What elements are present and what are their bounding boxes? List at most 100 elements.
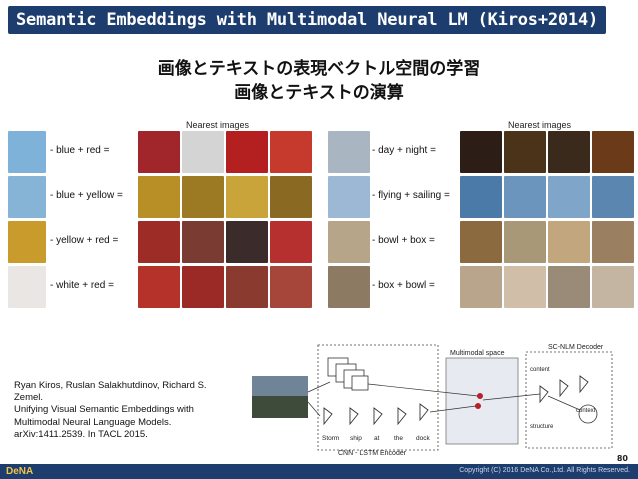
left-nearest-image (138, 221, 180, 263)
right-nearest-image (460, 266, 502, 308)
left-query-image (8, 266, 46, 308)
cnn-layer (335, 363, 357, 383)
left-nearest-image (270, 131, 312, 173)
left-nearest-image (138, 266, 180, 308)
encoder-word: at (374, 435, 380, 442)
cnn-layer (351, 375, 369, 391)
input-image-thumbnail (252, 376, 308, 418)
page-number: 80 (616, 454, 628, 463)
right-query-image (328, 266, 370, 308)
left-query-image (8, 131, 46, 173)
lstm-cell (323, 407, 333, 426)
right-nearest-image (548, 221, 590, 263)
decoder-context-label: context (576, 408, 596, 414)
text-embedding-arrow (429, 405, 477, 413)
left-nearest-image (226, 131, 268, 173)
left-nearest-images-label: Nearest images (186, 120, 250, 130)
copyright-text: Copyright (C) 2016 DeNA Co.,Ltd. All Rig… (459, 467, 630, 474)
embedding-point-image (477, 393, 483, 399)
footer-bar (0, 464, 638, 479)
right-nearest-image (548, 131, 590, 173)
multimodal-space-label: Multimodal space (450, 350, 505, 357)
decoder-label: SC-NLM Decoder (548, 344, 604, 351)
right-nearest-image (460, 176, 502, 218)
left-nearest-image (182, 131, 224, 173)
left-query-image (8, 221, 46, 263)
right-nearest-image (592, 266, 634, 308)
right-equation: - box + bowl = (372, 280, 435, 291)
encoder-word: ship (350, 435, 362, 442)
lstm-cell (397, 407, 407, 426)
left-equation: - blue + red = (50, 145, 110, 156)
left-nearest-image (270, 221, 312, 263)
encoder-box (317, 344, 439, 451)
left-equation: - blue + yellow = (50, 190, 123, 201)
citation-line: arXiv:1411.2539. In TACL 2015. (14, 429, 148, 440)
right-nearest-image (592, 221, 634, 263)
right-equation: - day + night = (372, 145, 436, 156)
encoder-word: dock (416, 435, 430, 442)
encoder-word: the (394, 435, 403, 442)
image-arrow (307, 401, 321, 417)
right-nearest-image (460, 221, 502, 263)
decoder-arrow (547, 395, 581, 411)
left-nearest-image (182, 176, 224, 218)
right-nearest-image (504, 176, 546, 218)
decoder-input-arrow (482, 393, 541, 401)
left-nearest-image (182, 221, 224, 263)
right-nearest-image (548, 176, 590, 218)
subtitle-line-1: 画像とテキストの表現ベクトル空間の学習 (157, 59, 481, 79)
right-nearest-images-label: Nearest images (508, 120, 572, 130)
left-equation: - white + red = (50, 280, 114, 291)
multimodal-space-box (445, 357, 519, 445)
encoder-label: CNN - LSTM Encoder (338, 450, 407, 457)
left-nearest-image (138, 131, 180, 173)
right-nearest-image (504, 266, 546, 308)
decoder-context-node (578, 404, 598, 424)
decoder-content-label: content (530, 367, 550, 373)
lstm-cell (419, 403, 429, 422)
left-query-image (8, 176, 46, 218)
right-nearest-image (504, 131, 546, 173)
right-equation: - bowl + box = (372, 235, 435, 246)
decoder-structure-label: structure (530, 424, 554, 430)
encoder-word: Storm (322, 435, 339, 442)
left-equation: - yellow + red = (50, 235, 119, 246)
decoder-cell (559, 379, 569, 398)
left-nearest-image (226, 221, 268, 263)
lstm-cell (373, 407, 383, 426)
decoder-box (525, 351, 613, 449)
right-nearest-image (460, 131, 502, 173)
left-nearest-image (270, 266, 312, 308)
cnn-layer (343, 369, 365, 389)
citation-line: Unifying Visual Semantic Embeddings with (14, 404, 194, 415)
citation-line: Ryan Kiros, Ruslan Salakhutdinov, Richar… (14, 380, 207, 391)
right-nearest-image (592, 131, 634, 173)
decoder-cell (539, 385, 549, 404)
left-nearest-image (182, 266, 224, 308)
right-query-image (328, 131, 370, 173)
right-nearest-image (592, 176, 634, 218)
embedding-point-text (475, 403, 481, 409)
citation-line: Zemel. (14, 392, 44, 403)
slide-title: Semantic Embeddings with Multimodal Neur… (16, 10, 599, 30)
lstm-cell (349, 407, 359, 426)
right-nearest-image (548, 266, 590, 308)
right-nearest-image (504, 221, 546, 263)
dena-logo: DeNA (6, 466, 34, 477)
slide-title-bar: Semantic Embeddings with Multimodal Neur… (8, 6, 606, 34)
input-image-ground (252, 396, 308, 418)
right-query-image (328, 221, 370, 263)
left-nearest-image (226, 176, 268, 218)
subtitle-line-2: 画像とテキストの演算 (234, 83, 404, 103)
left-nearest-image (138, 176, 180, 218)
decoder-cell (579, 375, 589, 394)
cnn-layer (327, 357, 349, 377)
left-nearest-image (270, 176, 312, 218)
image-embedding-arrow (367, 383, 479, 397)
right-equation: - flying + sailing = (372, 190, 450, 201)
citation-line: Multimodal Neural Language Models. (14, 417, 172, 428)
image-arrow (307, 381, 331, 393)
left-nearest-image (226, 266, 268, 308)
right-query-image (328, 176, 370, 218)
